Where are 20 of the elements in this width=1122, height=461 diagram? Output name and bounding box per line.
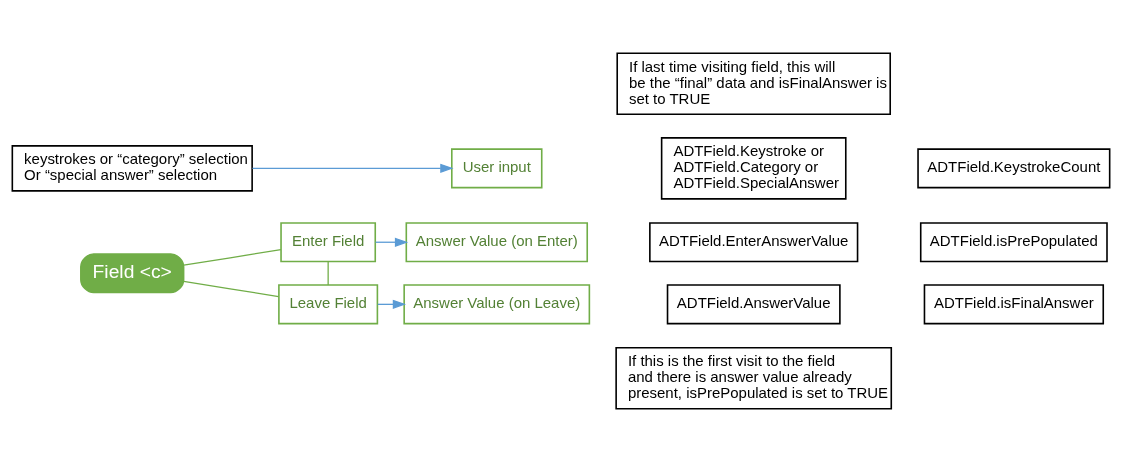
node-box: ADTField.Keystroke or ADTField.Category or ADTField.SpecialAnswer <box>660 136 847 200</box>
node-box: ADTField.isFinalAnswer <box>923 283 1105 324</box>
node-box: If this is the first visit to the field and there is answer value already present, isPrePopulated is set to TRUE <box>615 346 893 410</box>
connector <box>183 280 280 297</box>
node-box: keystrokes or “category” selection Or “special answer” selection <box>11 144 253 192</box>
arrow <box>374 237 409 247</box>
node-box: Answer Value (on Enter) <box>405 221 589 262</box>
arrow <box>251 163 454 173</box>
node-box: ADTField.isPrePopulated <box>919 221 1108 262</box>
connector <box>183 248 282 266</box>
node-box: Field <c> <box>80 252 185 293</box>
node-box: ADTField.EnterAnswerValue <box>649 221 859 262</box>
node-box: ADTField.AnswerValue <box>666 283 841 324</box>
connector <box>327 260 329 286</box>
node-box: Answer Value (on Leave) <box>403 283 591 324</box>
node-box: User input <box>451 147 543 188</box>
node-box: Leave Field <box>278 283 379 324</box>
node-box: Enter Field <box>280 221 377 262</box>
node-box: ADTField.KeystrokeCount <box>917 147 1111 188</box>
node-box: If last time visiting field, this will be the “final” data and isFinalAnswer is set to TRUE <box>616 51 891 115</box>
